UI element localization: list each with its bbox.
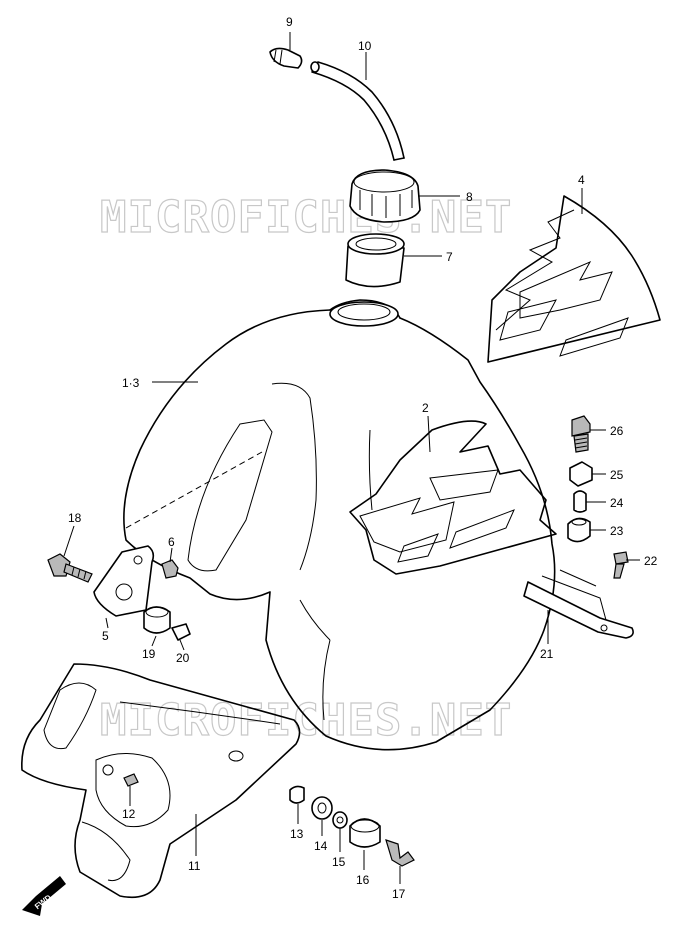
part-24-collar xyxy=(573,490,587,513)
callout-4: 4 xyxy=(578,173,585,187)
part-16-grommet xyxy=(349,818,381,848)
part-17-bolt xyxy=(385,839,415,867)
callout-6: 6 xyxy=(168,535,175,549)
callout-20: 20 xyxy=(176,651,190,665)
callout-12: 12 xyxy=(122,807,136,821)
part-7-filler-neck xyxy=(345,233,405,288)
fwd-arrow-icon: FWD xyxy=(22,876,66,916)
callout-labels: 9 10 8 7 4 1·3 2 26 25 24 23 22 18 6 5 1… xyxy=(68,15,658,901)
callout-25: 25 xyxy=(610,468,624,482)
callout-10: 10 xyxy=(358,39,372,53)
part-11-side-cover xyxy=(21,663,301,899)
callout-14: 14 xyxy=(314,839,328,853)
part-20-collar xyxy=(171,623,191,641)
part-15-washer xyxy=(332,811,348,829)
part-10-hose xyxy=(310,61,405,161)
callout-2: 2 xyxy=(422,401,429,415)
callout-8: 8 xyxy=(466,190,473,204)
part-6-bolt xyxy=(161,559,179,579)
part-26-bolt xyxy=(571,415,591,453)
callout-16: 16 xyxy=(356,873,370,887)
part-5-plate xyxy=(93,545,155,617)
part-2-tank-decal xyxy=(349,420,557,575)
callout-24: 24 xyxy=(610,496,624,510)
watermark-top: MICROFICHES.NET xyxy=(100,192,512,243)
callout-11: 11 xyxy=(188,859,201,873)
callout-18: 18 xyxy=(68,511,82,525)
part-18-bolt xyxy=(47,553,93,583)
callout-5: 5 xyxy=(102,629,109,643)
part-9-clip xyxy=(269,47,303,69)
callout-22: 22 xyxy=(644,554,658,568)
part-22-bolt xyxy=(613,551,629,579)
part-4-decal xyxy=(487,195,661,363)
callout-21: 21 xyxy=(540,647,554,661)
part-12-screw xyxy=(123,773,139,787)
callout-17: 17 xyxy=(392,887,406,901)
watermark-bottom: MICROFICHES.NET xyxy=(100,695,512,746)
callout-7: 7 xyxy=(446,250,453,264)
part-13-collar xyxy=(289,785,305,804)
part-19-cushion xyxy=(143,606,171,634)
callout-23: 23 xyxy=(610,524,624,538)
part-1-3-fuel-tank xyxy=(123,299,556,751)
callout-15: 15 xyxy=(332,855,346,869)
part-25-nut xyxy=(569,461,593,487)
part-23-grommet xyxy=(567,517,591,543)
callout-9: 9 xyxy=(286,15,293,29)
callout-13: 13 xyxy=(290,827,304,841)
part-21-bracket xyxy=(523,569,634,639)
leader-lines xyxy=(63,32,640,884)
callout-1-3: 1·3 xyxy=(122,376,140,390)
callout-26: 26 xyxy=(610,424,624,438)
callout-19: 19 xyxy=(142,647,156,661)
part-14-washer xyxy=(311,796,333,820)
part-8-fuel-cap xyxy=(349,169,421,223)
